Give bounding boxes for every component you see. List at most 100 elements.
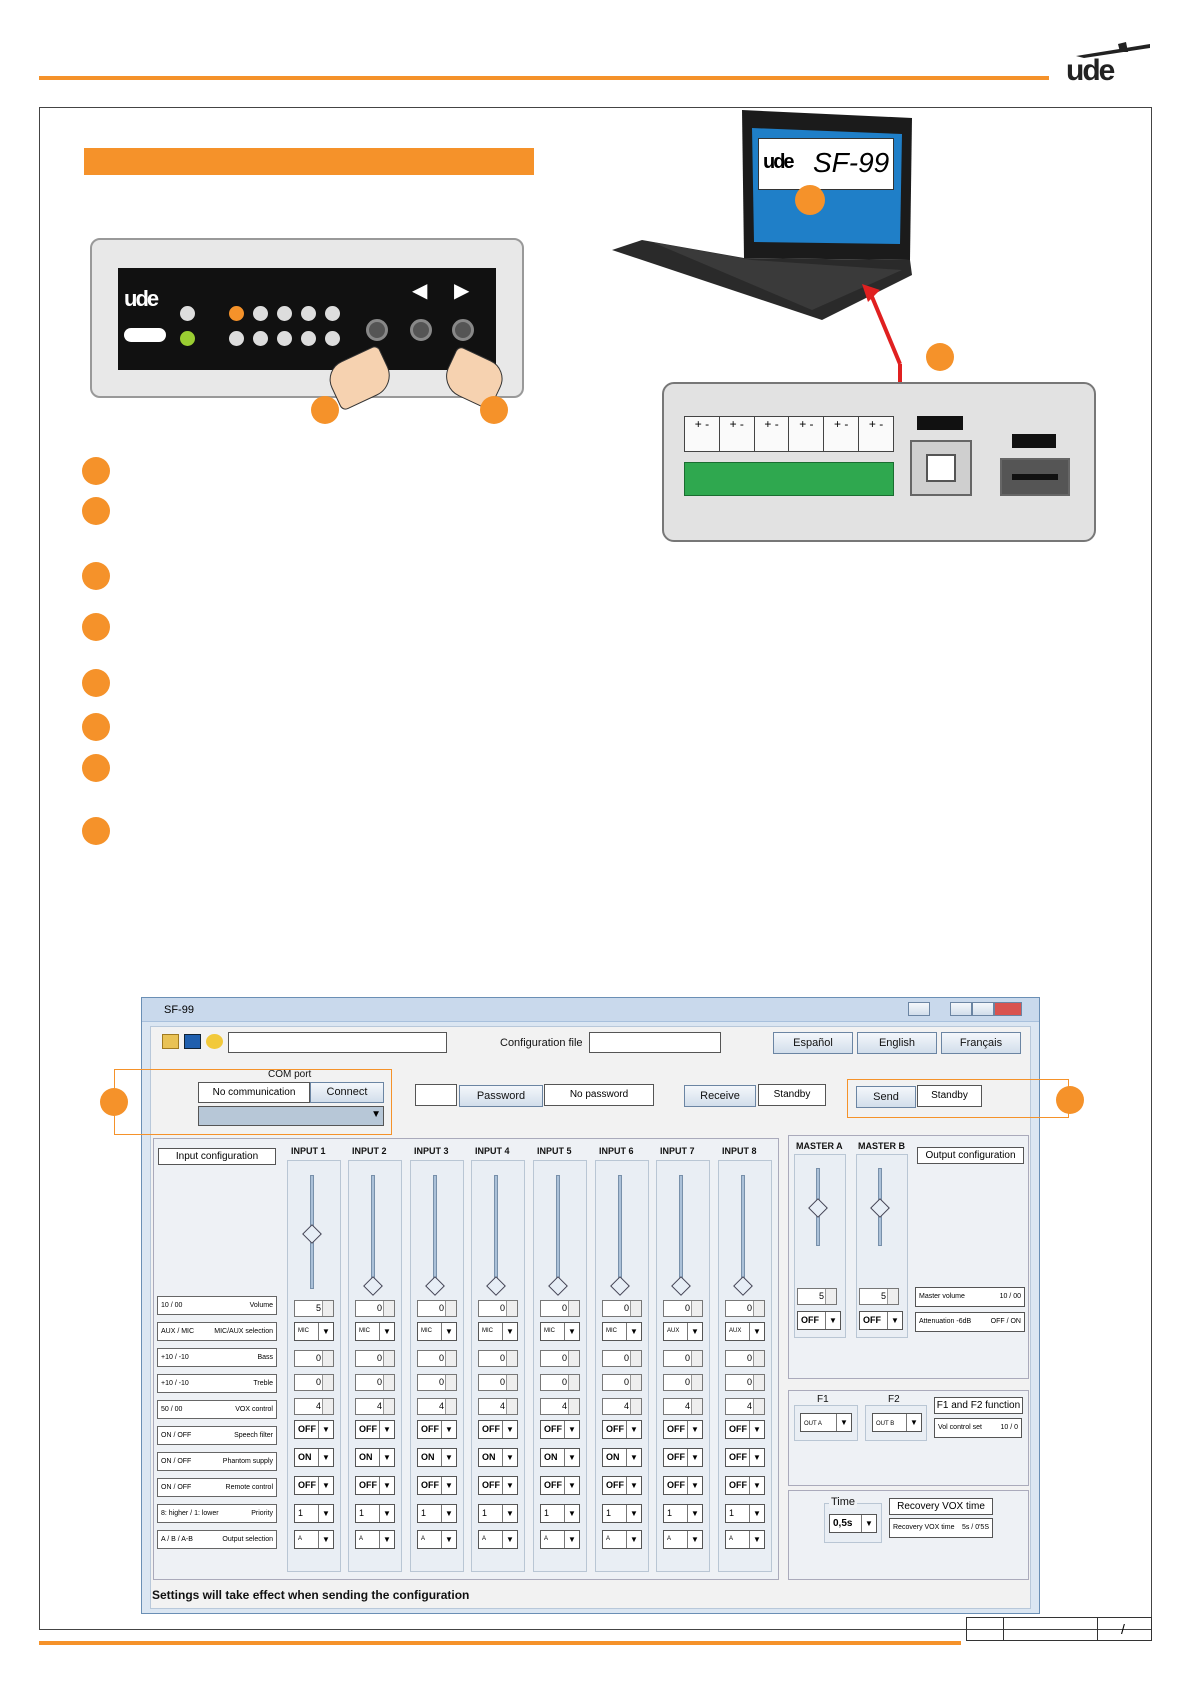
output-select[interactable]: A▼ bbox=[540, 1530, 580, 1549]
vox-spinner[interactable]: 4 bbox=[355, 1398, 395, 1415]
source-select[interactable]: AUX▼ bbox=[725, 1322, 765, 1341]
config-file-field[interactable] bbox=[589, 1032, 721, 1053]
lang-fr-button[interactable]: Français bbox=[941, 1032, 1021, 1054]
volume-spinner[interactable]: 0 bbox=[478, 1300, 518, 1317]
priority-select[interactable]: 1▼ bbox=[294, 1504, 334, 1523]
source-select[interactable]: AUX▼ bbox=[663, 1322, 703, 1341]
priority-select[interactable]: 1▼ bbox=[540, 1504, 580, 1523]
speech-filter-select[interactable]: OFF▼ bbox=[294, 1420, 334, 1439]
volume-spinner[interactable]: 0 bbox=[540, 1300, 580, 1317]
output-select[interactable]: A▼ bbox=[663, 1530, 703, 1549]
bass-spinner[interactable]: 0 bbox=[663, 1350, 703, 1367]
volume-spinner[interactable]: 5 bbox=[294, 1300, 334, 1317]
vox-spinner[interactable]: 4 bbox=[478, 1398, 518, 1415]
remote-select[interactable]: OFF▼ bbox=[725, 1476, 765, 1495]
output-select[interactable]: A▼ bbox=[725, 1530, 765, 1549]
treble-spinner[interactable]: 0 bbox=[725, 1374, 765, 1391]
treble-spinner[interactable]: 0 bbox=[294, 1374, 334, 1391]
remote-select[interactable]: OFF▼ bbox=[663, 1476, 703, 1495]
source-select[interactable]: MIC▼ bbox=[540, 1322, 580, 1341]
vox-spinner[interactable]: 4 bbox=[725, 1398, 765, 1415]
speech-filter-select[interactable]: OFF▼ bbox=[417, 1420, 457, 1439]
panel-button[interactable] bbox=[366, 319, 388, 341]
source-select[interactable]: MIC▼ bbox=[478, 1322, 518, 1341]
bass-spinner[interactable]: 0 bbox=[478, 1350, 518, 1367]
bass-spinner[interactable]: 0 bbox=[417, 1350, 457, 1367]
master-volume-spinner[interactable]: 5 bbox=[797, 1288, 837, 1305]
treble-spinner[interactable]: 0 bbox=[417, 1374, 457, 1391]
treble-spinner[interactable]: 0 bbox=[540, 1374, 580, 1391]
vox-spinner[interactable]: 4 bbox=[663, 1398, 703, 1415]
receive-button[interactable]: Receive bbox=[684, 1085, 756, 1107]
phantom-select[interactable]: ON▼ bbox=[602, 1448, 642, 1467]
close-button[interactable] bbox=[994, 1002, 1022, 1016]
volume-slider-track[interactable] bbox=[741, 1175, 745, 1289]
volume-spinner[interactable]: 0 bbox=[602, 1300, 642, 1317]
volume-slider-track[interactable] bbox=[556, 1175, 560, 1289]
password-field[interactable] bbox=[415, 1084, 457, 1106]
volume-spinner[interactable]: 0 bbox=[663, 1300, 703, 1317]
f1-select[interactable]: OUT A▼ bbox=[800, 1413, 852, 1432]
remote-select[interactable]: OFF▼ bbox=[294, 1476, 334, 1495]
master-volume-spinner[interactable]: 5 bbox=[859, 1288, 899, 1305]
priority-select[interactable]: 1▼ bbox=[725, 1504, 765, 1523]
volume-spinner[interactable]: 0 bbox=[725, 1300, 765, 1317]
phantom-select[interactable]: ON▼ bbox=[294, 1448, 334, 1467]
phantom-select[interactable]: OFF▼ bbox=[725, 1448, 765, 1467]
minimize-button[interactable] bbox=[950, 1002, 972, 1016]
phantom-select[interactable]: ON▼ bbox=[540, 1448, 580, 1467]
time-select[interactable]: 0,5s▼ bbox=[829, 1514, 877, 1533]
attenuation-select[interactable]: OFF▼ bbox=[797, 1311, 841, 1330]
volume-slider-track[interactable] bbox=[494, 1175, 498, 1289]
key-icon[interactable] bbox=[206, 1034, 223, 1049]
source-select[interactable]: MIC▼ bbox=[294, 1322, 334, 1341]
connect-button[interactable]: Connect bbox=[310, 1082, 384, 1103]
remote-select[interactable]: OFF▼ bbox=[355, 1476, 395, 1495]
vox-spinner[interactable]: 4 bbox=[417, 1398, 457, 1415]
priority-select[interactable]: 1▼ bbox=[602, 1504, 642, 1523]
source-select[interactable]: MIC▼ bbox=[602, 1322, 642, 1341]
speech-filter-select[interactable]: OFF▼ bbox=[355, 1420, 395, 1439]
speech-filter-select[interactable]: OFF▼ bbox=[725, 1420, 765, 1439]
speech-filter-select[interactable]: OFF▼ bbox=[478, 1420, 518, 1439]
treble-spinner[interactable]: 0 bbox=[478, 1374, 518, 1391]
output-select[interactable]: A▼ bbox=[294, 1530, 334, 1549]
bass-spinner[interactable]: 0 bbox=[355, 1350, 395, 1367]
volume-slider-track[interactable] bbox=[371, 1175, 375, 1289]
remote-select[interactable]: OFF▼ bbox=[478, 1476, 518, 1495]
treble-spinner[interactable]: 0 bbox=[602, 1374, 642, 1391]
speech-filter-select[interactable]: OFF▼ bbox=[540, 1420, 580, 1439]
bass-spinner[interactable]: 0 bbox=[602, 1350, 642, 1367]
phantom-select[interactable]: ON▼ bbox=[355, 1448, 395, 1467]
send-button[interactable]: Send bbox=[856, 1086, 916, 1108]
lang-es-button[interactable]: Español bbox=[773, 1032, 853, 1054]
volume-spinner[interactable]: 0 bbox=[355, 1300, 395, 1317]
output-select[interactable]: A▼ bbox=[355, 1530, 395, 1549]
priority-select[interactable]: 1▼ bbox=[417, 1504, 457, 1523]
speech-filter-select[interactable]: OFF▼ bbox=[663, 1420, 703, 1439]
output-select[interactable]: A▼ bbox=[417, 1530, 457, 1549]
priority-select[interactable]: 1▼ bbox=[355, 1504, 395, 1523]
source-select[interactable]: MIC▼ bbox=[355, 1322, 395, 1341]
output-select[interactable]: A▼ bbox=[478, 1530, 518, 1549]
treble-spinner[interactable]: 0 bbox=[663, 1374, 703, 1391]
f2-select[interactable]: OUT B▼ bbox=[872, 1413, 922, 1432]
treble-spinner[interactable]: 0 bbox=[355, 1374, 395, 1391]
save-icon[interactable] bbox=[184, 1034, 201, 1049]
com-port-select[interactable]: ▼ bbox=[198, 1106, 384, 1126]
phantom-select[interactable]: ON▼ bbox=[478, 1448, 518, 1467]
remote-select[interactable]: OFF▼ bbox=[540, 1476, 580, 1495]
panel-left-button[interactable] bbox=[410, 319, 432, 341]
vox-spinner[interactable]: 4 bbox=[540, 1398, 580, 1415]
vox-spinner[interactable]: 4 bbox=[602, 1398, 642, 1415]
source-select[interactable]: MIC▼ bbox=[417, 1322, 457, 1341]
volume-slider-track[interactable] bbox=[433, 1175, 437, 1289]
speech-filter-select[interactable]: OFF▼ bbox=[602, 1420, 642, 1439]
attenuation-select[interactable]: OFF▼ bbox=[859, 1311, 903, 1330]
output-select[interactable]: A▼ bbox=[602, 1530, 642, 1549]
bass-spinner[interactable]: 0 bbox=[294, 1350, 334, 1367]
phantom-select[interactable]: OFF▼ bbox=[663, 1448, 703, 1467]
volume-slider-track[interactable] bbox=[679, 1175, 683, 1289]
file-path-field[interactable] bbox=[228, 1032, 447, 1053]
password-button[interactable]: Password bbox=[459, 1085, 543, 1107]
